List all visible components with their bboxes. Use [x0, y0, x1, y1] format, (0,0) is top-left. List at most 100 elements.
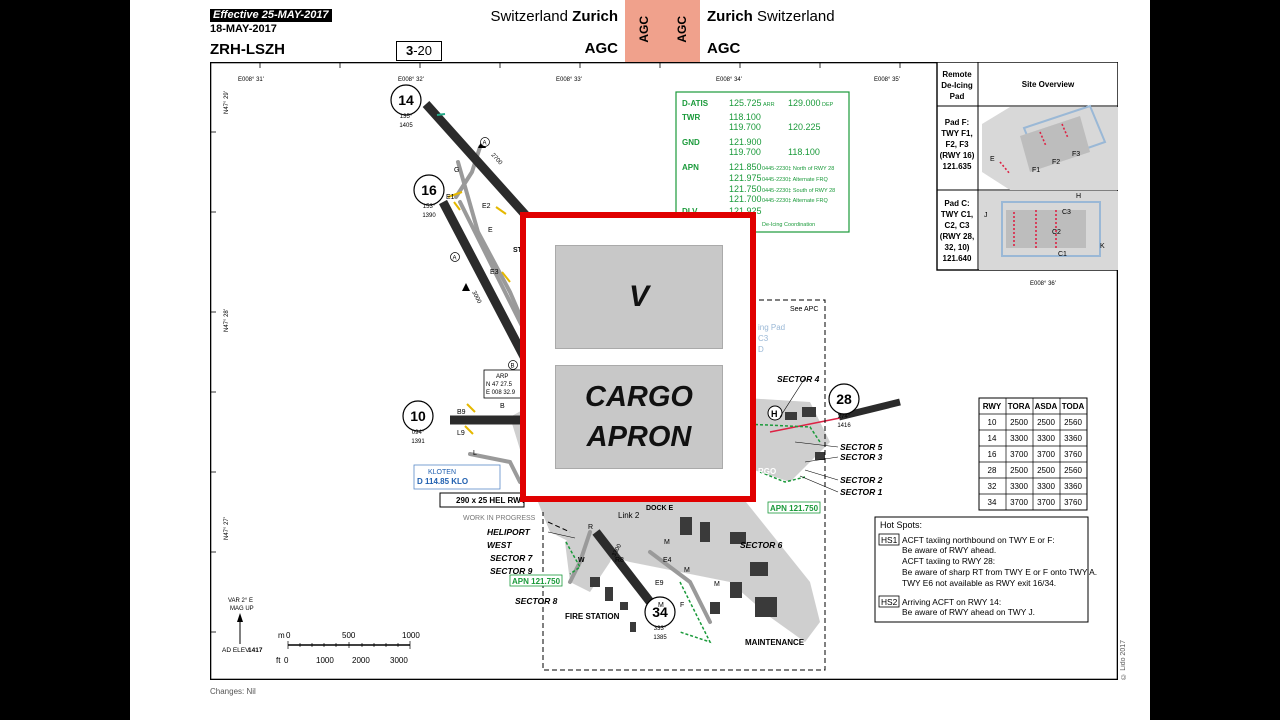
apn-west-box: APN 121.750	[509, 574, 563, 587]
twy-m4: M	[658, 602, 664, 609]
svg-text:A: A	[453, 256, 457, 262]
threshold-16[interactable]: 16 153° 1390	[413, 174, 445, 219]
threshold-28-elev: 1416	[837, 423, 851, 429]
deice-col2-title: Site Overview	[1022, 80, 1075, 89]
pad-f-label-e: E	[990, 156, 995, 163]
twy-r8: R8	[615, 557, 624, 564]
threshold-14[interactable]: 14 135° 1405	[390, 84, 422, 129]
band-label-2: AGC	[675, 16, 689, 43]
scale-ft-3000: 3000	[390, 656, 408, 665]
hel-rwy-label: 290 x 25 HEL RWY	[456, 496, 527, 505]
pad-f-line4: (RWY 16)	[940, 151, 975, 160]
pad-c-label-c3: C3	[1062, 209, 1071, 216]
svg-text:A: A	[483, 141, 487, 147]
rwy-table-cell: 2500	[1037, 418, 1055, 427]
twy-l: L	[473, 450, 477, 457]
apn-east-label: APN 121.750	[770, 504, 819, 513]
freq-twr-label: TWR	[682, 113, 700, 122]
hotspot-2-line1: Arriving ACFT on RWY 14:	[902, 597, 1001, 607]
label-maintenance: MAINTENANCE	[745, 638, 805, 647]
scale-ft-0: 0	[284, 656, 289, 665]
svg-text:B: B	[511, 364, 515, 370]
coord-top-4: E008° 34'	[716, 77, 742, 83]
twy-r: R	[588, 524, 593, 531]
label-pad-fragment-2: C3	[758, 334, 769, 343]
pad-c-label-k: K	[1100, 243, 1105, 250]
rwy-table-cell: 3360	[1064, 482, 1082, 491]
freq-datis-dep: 129.000	[788, 98, 821, 108]
rwy-table-cell: 3300	[1010, 434, 1028, 443]
page-number: 3-20	[396, 41, 442, 61]
coord-top-5: E008° 35'	[874, 77, 900, 83]
buildings	[590, 407, 825, 632]
pad-c-line6: 121.640	[943, 254, 972, 263]
aerodrome-chart[interactable]: E008° 31' E008° 32' E008° 33' E008° 34' …	[210, 62, 1118, 680]
hot-spots-title: Hot Spots:	[880, 520, 922, 530]
left-city: Zurich	[572, 8, 618, 25]
agc-left: AGC	[584, 40, 618, 57]
pad-c-label-h: H	[1076, 193, 1081, 200]
pad-c-line3: C2, C3	[945, 221, 970, 230]
label-see-apc: See APC	[790, 306, 818, 313]
pad-f-line3: F2, F3	[945, 140, 969, 149]
runway-28-end	[838, 398, 901, 421]
rwy-table-cell: 3700	[1037, 450, 1055, 459]
deice-col1-line2: De-Icing	[941, 81, 973, 90]
mag-up: MAG UP	[230, 606, 254, 612]
airport-code: ZRH-LSZH	[210, 41, 285, 58]
rwy16-arrow	[462, 283, 470, 291]
rwy-table-cell: 3700	[1010, 498, 1028, 507]
left-country: Switzerland	[490, 8, 568, 25]
threshold-10[interactable]: 10 094° 1391	[402, 400, 434, 445]
kloten-freq: D 114.85 KLO	[417, 477, 468, 486]
rwy-table-cell: 2500	[1010, 418, 1028, 427]
callout-apron-line1: CARGO	[585, 381, 693, 413]
freq-datis-label: D-ATIS	[682, 99, 709, 108]
label-pad-fragment-3: D	[758, 345, 764, 354]
rwy-table-cell: 3700	[1010, 450, 1028, 459]
rwy-table-cell: 2560	[1064, 466, 1082, 475]
freq-apn-4: 121.700	[729, 194, 762, 204]
rwy-length-16: 3000	[470, 290, 482, 305]
callout-stand-box[interactable]: V	[555, 245, 723, 349]
threshold-34[interactable]: 34 333° 1385	[644, 596, 676, 641]
right-country: Switzerland	[757, 8, 835, 25]
scale-ft-1000: 1000	[316, 656, 334, 665]
twy-marker-b: B	[508, 360, 518, 370]
pad-f-label-f2: F2	[1052, 159, 1060, 166]
rwy-length-34: 3300	[611, 543, 623, 558]
label-sector5: SECTOR 5	[840, 442, 883, 452]
pad-f-line2: TWY F1,	[941, 129, 972, 138]
pad-f-label-f1: F1	[1032, 167, 1040, 174]
runway-16-34-south	[592, 529, 658, 610]
freq-twr-2: 119.700	[729, 122, 761, 132]
scale-ft-2000: 2000	[352, 656, 370, 665]
freq-datis-arr-tag: ARR	[763, 102, 775, 108]
threshold-14-hdg: 135°	[400, 114, 413, 120]
hotspot-2-line2: Be aware of RWY ahead on TWY J.	[902, 607, 1035, 617]
label-sector2: SECTOR 2	[840, 475, 883, 485]
label-fire-station: FIRE STATION	[565, 612, 620, 621]
helipad-label: H	[771, 409, 778, 419]
effective-date: Effective 25-MAY-2017	[210, 9, 332, 22]
threshold-16-elev: 1390	[422, 213, 436, 219]
edge-ticks	[210, 62, 901, 633]
threshold-28[interactable]: 28 274° 1416	[828, 383, 860, 429]
arp-label: ARP	[496, 374, 508, 380]
scale-m-500: 500	[342, 631, 356, 640]
rwy-table-cell: 3300	[1010, 482, 1028, 491]
freq-gnd-label: GND	[682, 138, 700, 147]
hotspot-1-line1: ACFT taxiing northbound on TWY E or F:	[902, 535, 1055, 545]
band-label-1: AGC	[637, 16, 651, 43]
label-heliport: HELIPORT	[487, 527, 531, 537]
rwy-table-cell: 3300	[1037, 434, 1055, 443]
threshold-28-hdg: 274°	[838, 414, 851, 420]
rwy-table-header: ASDA	[1035, 402, 1058, 411]
freq-deice-note: De-Icing Coordination	[762, 222, 815, 228]
area-borders	[542, 299, 826, 671]
label-sector4: SECTOR 4	[777, 374, 820, 384]
twy-m1: M	[664, 539, 670, 546]
